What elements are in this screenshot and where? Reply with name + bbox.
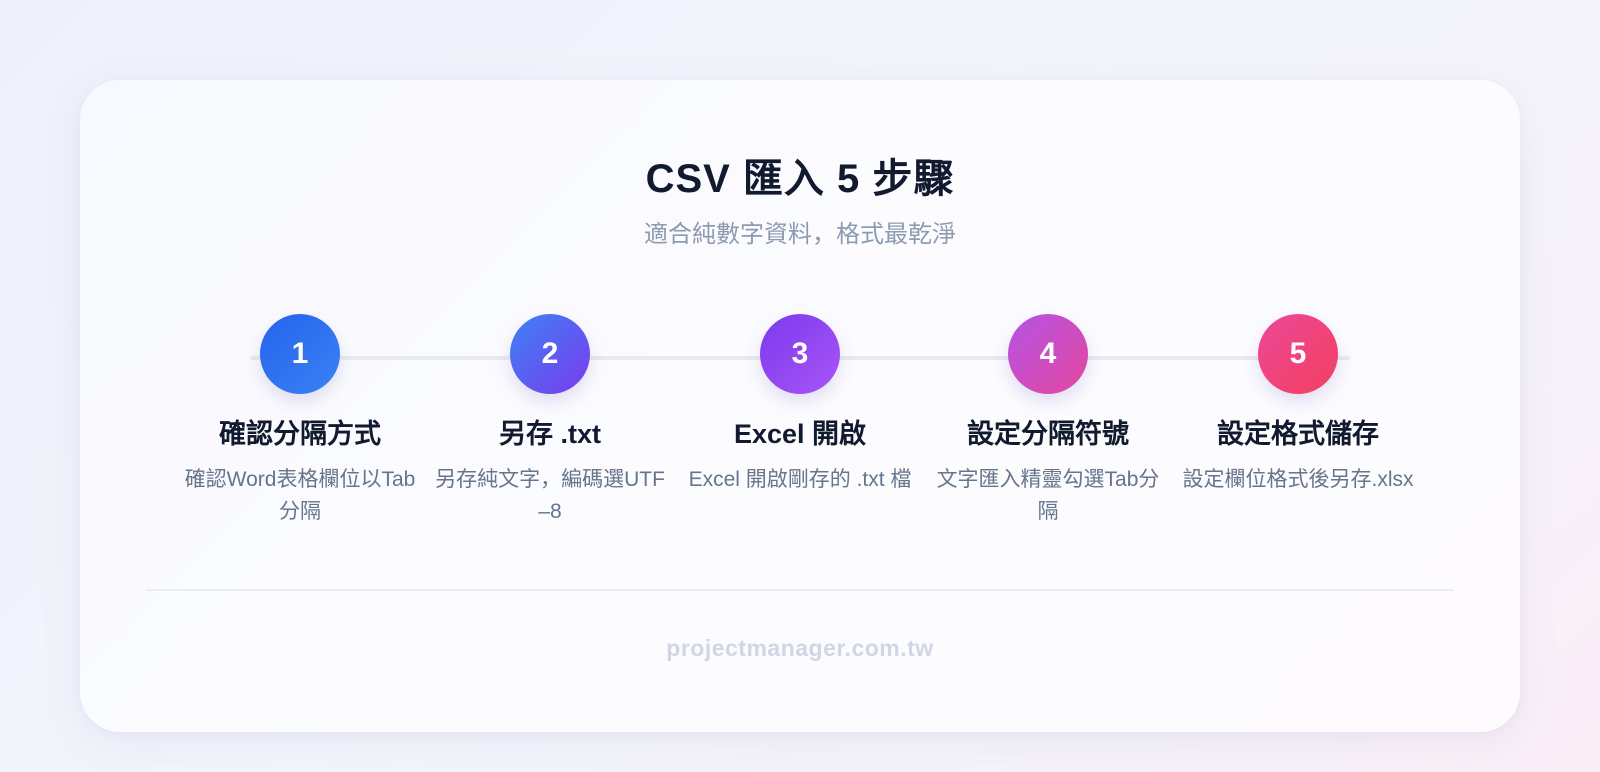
- step-description: 文字匯入精靈勾選Tab分隔: [936, 468, 1160, 523]
- page-subtitle: 適合純數字資料，格式最乾淨: [644, 221, 956, 248]
- step-title: 設定分隔符號: [967, 419, 1129, 449]
- step-number-badge: 4: [1008, 314, 1088, 394]
- step-title: 另存 .txt: [498, 419, 601, 449]
- steps-card: CSV 匯入 5 步驟 適合純數字資料，格式最乾淨 1 確認分隔方式 確認Wor…: [80, 80, 1520, 732]
- page-title: CSV 匯入 5 步驟: [645, 157, 955, 201]
- step-3: 3 Excel 開啟 Excel 開啟剛存的 .txt 檔: [675, 314, 925, 496]
- step-2: 2 另存 .txt 另存純文字，編碼選UTF–8: [425, 314, 675, 528]
- step-4: 4 設定分隔符號 文字匯入精靈勾選Tab分隔: [923, 314, 1173, 528]
- step-description: 另存純文字，編碼選UTF–8: [435, 468, 665, 523]
- step-number-badge: 3: [760, 314, 840, 394]
- footer-watermark: projectmanager.com.tw: [666, 635, 934, 661]
- divider: [146, 589, 1454, 591]
- step-description: 設定欄位格式後另存.xlsx: [1182, 468, 1414, 491]
- step-description: Excel 開啟剛存的 .txt 檔: [688, 468, 912, 491]
- step-number-badge: 5: [1258, 314, 1338, 394]
- step-title: 設定格式儲存: [1217, 419, 1379, 449]
- step-5: 5 設定格式儲存 設定欄位格式後另存.xlsx: [1173, 314, 1423, 496]
- step-title: 確認分隔方式: [219, 419, 381, 449]
- step-number-badge: 1: [260, 314, 340, 394]
- step-number-badge: 2: [510, 314, 590, 394]
- step-title: Excel 開啟: [733, 419, 867, 449]
